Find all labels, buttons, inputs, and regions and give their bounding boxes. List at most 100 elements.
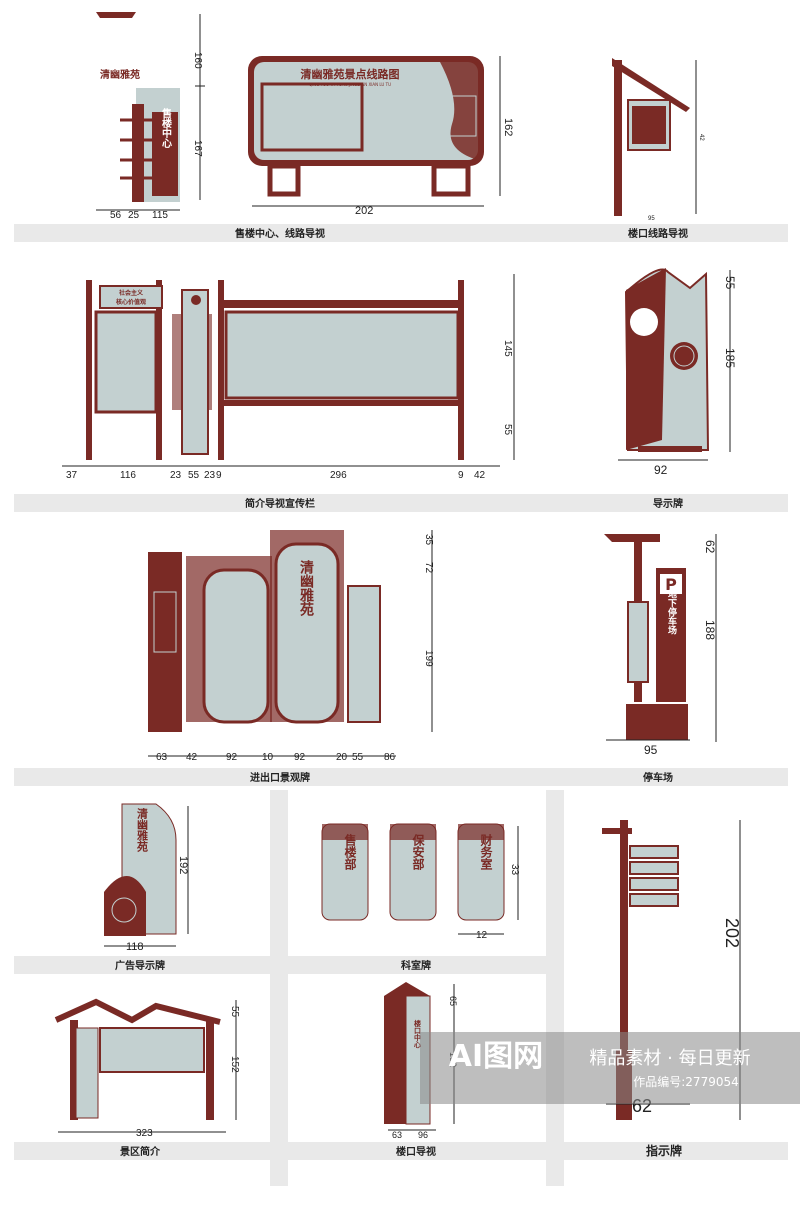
caption-s3a: 进出口景观牌 bbox=[250, 771, 310, 784]
svg-text:42: 42 bbox=[474, 470, 486, 481]
svg-text:63: 63 bbox=[392, 1130, 402, 1140]
room-sales: 售楼部 bbox=[343, 833, 357, 871]
svg-text:33: 33 bbox=[509, 864, 520, 876]
sales-center-sign: 售楼中心 bbox=[120, 88, 180, 202]
watermark-brand: 精品素材 · 每日更新 bbox=[589, 1048, 750, 1069]
watermark-logo: AI图网 bbox=[449, 1039, 543, 1074]
svg-text:96: 96 bbox=[418, 1130, 428, 1140]
s3-parking-dims: 62 188 95 bbox=[606, 534, 717, 757]
svg-text:323: 323 bbox=[136, 1128, 153, 1139]
caption-s2a: 简介导视宣传栏 bbox=[245, 497, 315, 510]
section-scenic: 55 152 323 楼口中心 65 192 63 96 62 景区简介 楼口导… bbox=[14, 982, 788, 1160]
svg-text:10: 10 bbox=[262, 752, 274, 763]
caption-bar-4a bbox=[14, 956, 270, 974]
svg-text:55: 55 bbox=[723, 276, 737, 290]
scenic-intro-sign bbox=[54, 998, 221, 1120]
svg-text:167: 167 bbox=[192, 140, 203, 157]
caption-s4b: 科室牌 bbox=[401, 959, 431, 972]
route-map-board: 清幽雅苑景点线路图 QING YOU YA YUAN JINGDIAN XIAN… bbox=[248, 56, 484, 197]
caption-bar-3 bbox=[14, 768, 788, 786]
svg-text:116: 116 bbox=[120, 470, 136, 481]
svg-text:核心价值观: 核心价值观 bbox=[116, 298, 146, 306]
vertical-divider-2 bbox=[546, 790, 564, 1186]
svg-text:楼口中心: 楼口中心 bbox=[414, 1019, 423, 1049]
room-signs: 售楼部 保安部 财务室 bbox=[321, 823, 505, 921]
svg-text:95: 95 bbox=[644, 743, 658, 757]
svg-text:188: 188 bbox=[703, 620, 717, 640]
guide-sign bbox=[624, 268, 710, 452]
roof-icon bbox=[96, 12, 136, 18]
section-intro-board: 社会主义 核心价值观 37 116 23 55 23 9 296 9 42 bbox=[14, 268, 788, 512]
route-map-title: 清幽雅苑景点线路图 bbox=[301, 67, 400, 81]
svg-text:42: 42 bbox=[698, 134, 704, 141]
svg-text:202: 202 bbox=[722, 918, 742, 948]
svg-text:162: 162 bbox=[502, 118, 514, 136]
svg-text:185: 185 bbox=[723, 348, 737, 368]
svg-text:9: 9 bbox=[216, 470, 222, 481]
watermark: AI图网 精品素材 · 每日更新 作品编号:2779054 bbox=[420, 1032, 800, 1104]
svg-text:92: 92 bbox=[654, 463, 668, 477]
svg-text:55: 55 bbox=[352, 752, 364, 763]
values-board: 社会主义 核心价值观 bbox=[86, 280, 212, 460]
svg-text:152: 152 bbox=[229, 1056, 240, 1073]
caption-bar-5a bbox=[14, 1142, 270, 1160]
caption-s1b: 楼口线路导视 bbox=[628, 227, 688, 240]
svg-text:86: 86 bbox=[384, 752, 396, 763]
brand-calligraphy: 清幽雅苑 bbox=[298, 559, 315, 617]
svg-text:55: 55 bbox=[502, 424, 513, 436]
building-entrance-sign: 楼口中心 bbox=[384, 982, 431, 1125]
route-map-pinyin: QING YOU YA YUAN JINGDIAN XIAN LU TU bbox=[309, 82, 391, 87]
caption-bar-4b bbox=[288, 956, 546, 974]
parking-letter: P bbox=[665, 575, 677, 594]
svg-text:9: 9 bbox=[458, 470, 464, 481]
svg-text:63: 63 bbox=[156, 752, 168, 763]
caption-bar-5c bbox=[564, 1142, 788, 1160]
svg-text:65: 65 bbox=[448, 996, 458, 1006]
svg-text:72: 72 bbox=[423, 562, 434, 574]
parking-sign: P 地下停车场 bbox=[604, 534, 688, 740]
s1-map-dims: 202 162 bbox=[252, 56, 514, 217]
svg-text:20: 20 bbox=[336, 752, 348, 763]
svg-text:202: 202 bbox=[355, 205, 373, 217]
caption-s5b: 楼口导视 bbox=[396, 1145, 436, 1158]
svg-text:145: 145 bbox=[502, 340, 513, 357]
s1-left-dims: 160 167 56 25 115 bbox=[96, 14, 205, 221]
svg-text:社会主义: 社会主义 bbox=[118, 289, 144, 297]
svg-text:清幽雅苑: 清幽雅苑 bbox=[136, 807, 150, 853]
caption-s5c: 指示牌 bbox=[646, 1143, 682, 1158]
caption-s1a: 售楼中心、线路导视 bbox=[235, 227, 325, 240]
s3-dims: 63 42 92 10 92 20 55 86 35 72 199 bbox=[148, 530, 434, 763]
svg-text:160: 160 bbox=[192, 52, 203, 69]
caption-s2b: 导示牌 bbox=[653, 497, 683, 510]
svg-text:92: 92 bbox=[226, 752, 238, 763]
svg-text:118: 118 bbox=[126, 941, 144, 953]
svg-text:42: 42 bbox=[186, 752, 198, 763]
room-finance: 财务室 bbox=[479, 833, 493, 871]
s2-dims: 37 116 23 55 23 9 296 9 42 145 55 bbox=[62, 274, 515, 481]
section-sales-route: 清幽雅苑 售楼中心 160 167 56 25 115 bbox=[14, 12, 788, 242]
svg-text:35: 35 bbox=[423, 534, 434, 546]
svg-text:115: 115 bbox=[152, 210, 168, 221]
svg-text:55: 55 bbox=[229, 1006, 240, 1018]
parking-text: 地下停车场 bbox=[666, 588, 677, 635]
s4-room-dims: 33 12 bbox=[458, 826, 520, 941]
s5-scenic-dims: 55 152 323 bbox=[58, 1000, 240, 1139]
svg-text:95: 95 bbox=[648, 216, 655, 222]
s4-ad-dims: 192 118 bbox=[104, 806, 189, 953]
room-security: 保安部 bbox=[411, 833, 425, 871]
svg-text:192: 192 bbox=[177, 856, 189, 874]
sales-center-label: 售楼中心 bbox=[160, 107, 172, 148]
s1-right-dims: 42 95 bbox=[648, 60, 704, 222]
section-ad-room: 清幽雅苑 192 118 售楼部 保安部 财务室 33 12 bbox=[14, 790, 742, 1186]
svg-text:62: 62 bbox=[703, 540, 717, 554]
caption-bar-5b bbox=[288, 1142, 546, 1160]
svg-text:37: 37 bbox=[66, 470, 78, 481]
caption-s3b: 停车场 bbox=[643, 771, 673, 784]
svg-text:25: 25 bbox=[128, 210, 140, 221]
vertical-divider-1 bbox=[270, 790, 288, 1186]
section-entrance: 清幽雅苑 63 42 92 10 92 20 55 86 35 72 199 P… bbox=[14, 530, 788, 786]
caption-s4a: 广告导示牌 bbox=[115, 959, 165, 972]
svg-text:92: 92 bbox=[294, 752, 306, 763]
caption-bar-1 bbox=[14, 224, 788, 242]
